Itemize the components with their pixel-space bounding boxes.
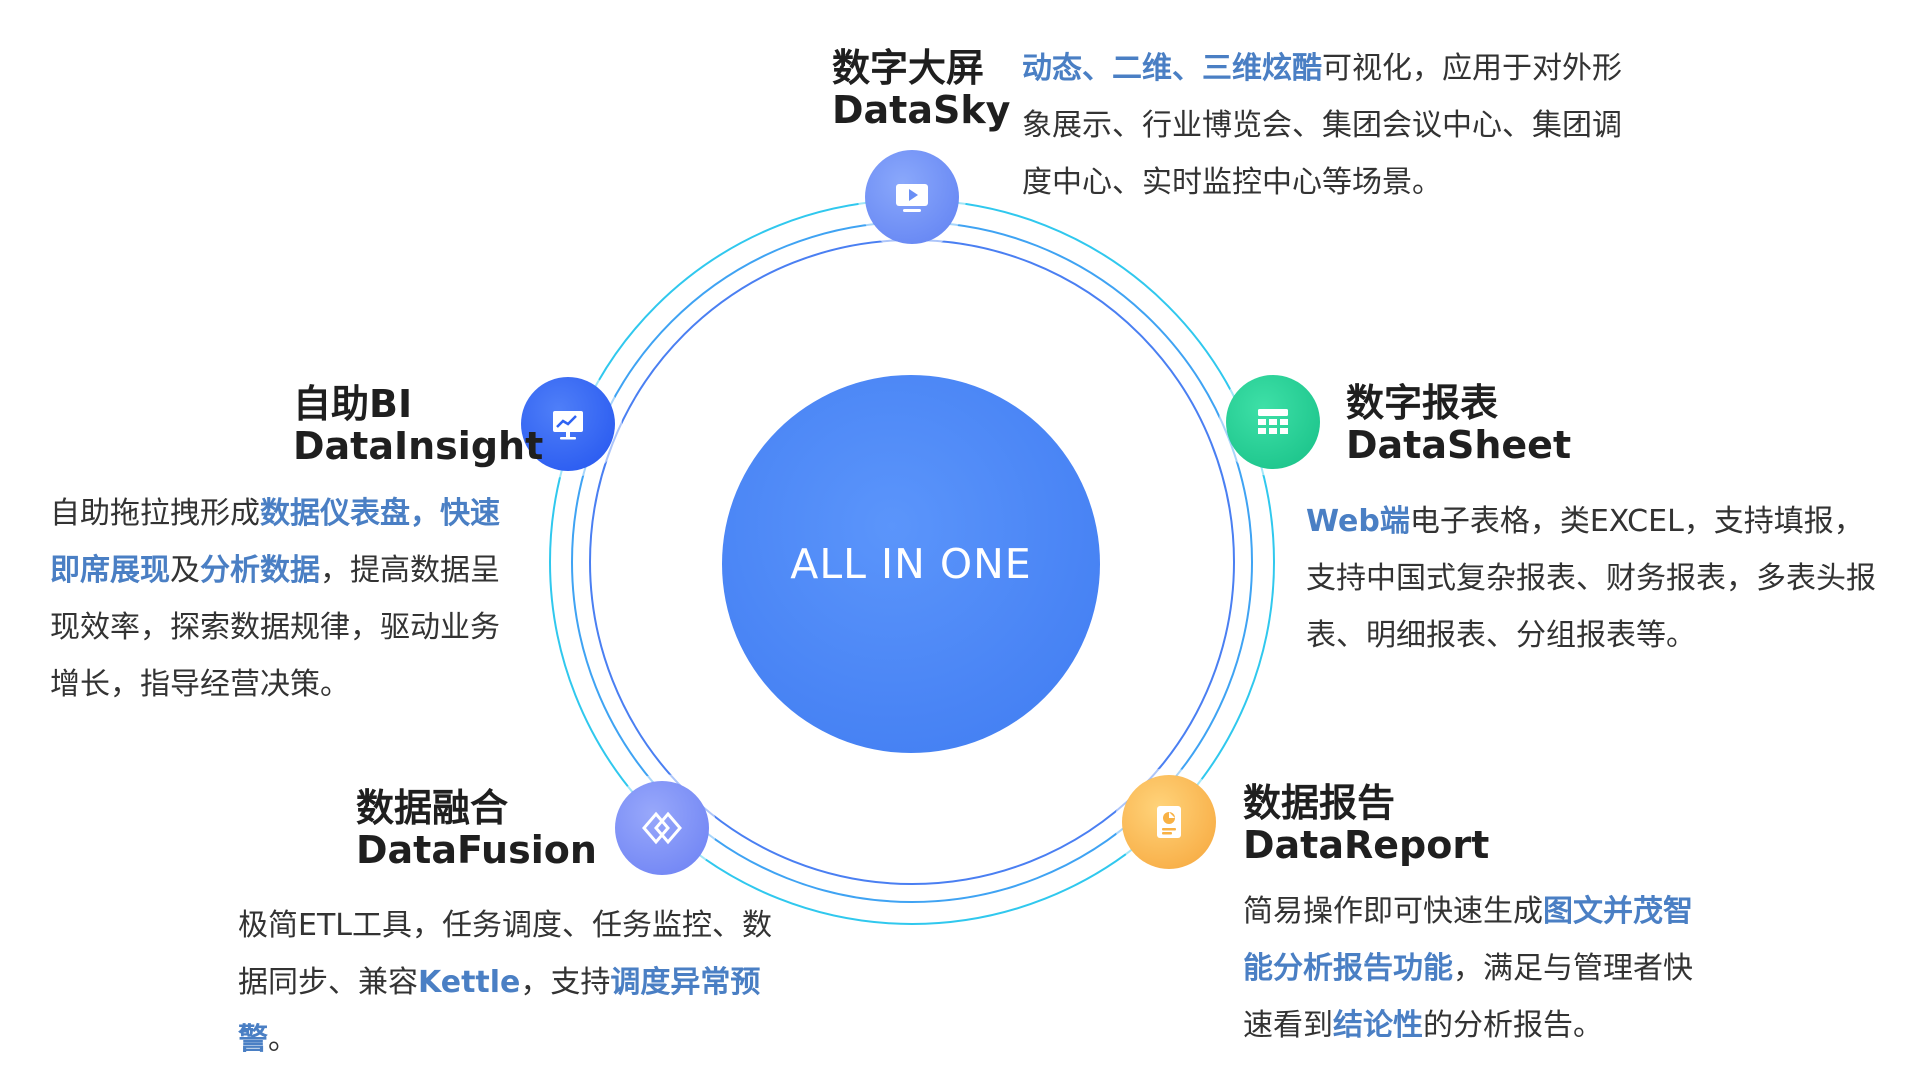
datainsight-title-en: DataInsight	[293, 424, 544, 468]
highlight-text: 结论性	[1333, 1008, 1423, 1043]
datasheet-title-cn: 数字报表	[1346, 381, 1499, 425]
datainsight-title-cn: 自助BI	[293, 382, 413, 426]
center-label: ALL IN ONE	[790, 540, 1032, 588]
dashboard-chart-icon	[553, 411, 583, 440]
datafusion-title-cn: 数据融合	[356, 786, 509, 830]
datasheet-description: Web端电子表格，类EXCEL，支持填报，支持中国式复杂报表、财务报表，多表头报…	[1306, 493, 1886, 664]
datareport-title-cn: 数据报告	[1243, 781, 1396, 825]
description-text: 的分析报告。	[1423, 1008, 1603, 1043]
description-text: 简易操作即可快速生成	[1243, 894, 1543, 929]
description-text: 自助拖拉拽形成	[50, 496, 260, 531]
datasky-title-cn: 数字大屏	[832, 46, 985, 90]
description-text: 。	[268, 1022, 298, 1057]
datareport-title: 数据报告 DataReport	[1243, 782, 1489, 866]
highlight-text: 图文并茂智能分析报告功能	[1243, 894, 1693, 986]
description-text: 电子表格，类EXCEL，支持填报，支持中国式复杂报表、财务报表，多表头报表、明细…	[1306, 504, 1876, 653]
monitor-play-icon	[896, 184, 928, 212]
description-text: ，满足与管理者快速看到	[1243, 951, 1693, 1043]
highlight-text: 数据仪表盘，快速即席展现	[50, 496, 500, 588]
highlight-text: 动态、二维、三维炫酷	[1022, 51, 1322, 86]
description-text: ，支持	[520, 965, 611, 1000]
datainsight-description: 自助拖拉拽形成数据仪表盘，快速即席展现及分析数据，提高数据呈现效率，探索数据规律…	[50, 485, 500, 713]
highlight-text: 调度异常预警	[238, 965, 761, 1057]
datasheet-title-en: DataSheet	[1346, 423, 1572, 467]
datasky-title-en: DataSky	[832, 88, 1011, 132]
datainsight-title: 自助BI DataInsight	[293, 383, 543, 467]
datasky-description: 动态、二维、三维炫酷可视化，应用于对外形象展示、行业博览会、集团会议中心、集团调…	[1022, 40, 1622, 211]
description-text: 极简ETL工具，任务调度、任务监控、数据同步、兼容	[238, 908, 772, 1000]
description-text: 可视化，应用于对外形象展示、行业博览会、集团会议中心、集团调度中心、实时监控中心…	[1022, 51, 1622, 200]
diamond-merge-icon	[642, 811, 682, 845]
center-hub: ALL IN ONE	[722, 375, 1100, 753]
highlight-text: Web端	[1306, 504, 1410, 539]
datafusion-description: 极简ETL工具，任务调度、任务监控、数据同步、兼容Kettle，支持调度异常预警…	[238, 897, 793, 1068]
highlight-text: 分析数据	[200, 553, 320, 588]
datasky-title: 数字大屏 DataSky	[832, 47, 1010, 131]
datafusion-title: 数据融合 DataFusion	[356, 787, 597, 871]
datafusion-title-en: DataFusion	[356, 828, 597, 872]
report-document-icon	[1157, 806, 1181, 838]
highlight-text: Kettle	[418, 965, 521, 1000]
description-text: 及	[170, 553, 200, 588]
datasheet-title: 数字报表 DataSheet	[1346, 382, 1571, 466]
datasheet-node[interactable]	[1226, 375, 1320, 469]
datainsight-node[interactable]	[521, 377, 615, 471]
table-grid-icon	[1258, 409, 1288, 434]
description-text: ，提高数据呈现效率，探索数据规律，驱动业务增长，指导经营决策。	[50, 553, 500, 702]
datareport-title-en: DataReport	[1243, 823, 1490, 867]
datasky-node[interactable]	[865, 150, 959, 244]
datareport-description: 简易操作即可快速生成图文并茂智能分析报告功能，满足与管理者快速看到结论性的分析报…	[1243, 883, 1713, 1054]
datareport-node[interactable]	[1122, 775, 1216, 869]
datafusion-node[interactable]	[615, 781, 709, 875]
